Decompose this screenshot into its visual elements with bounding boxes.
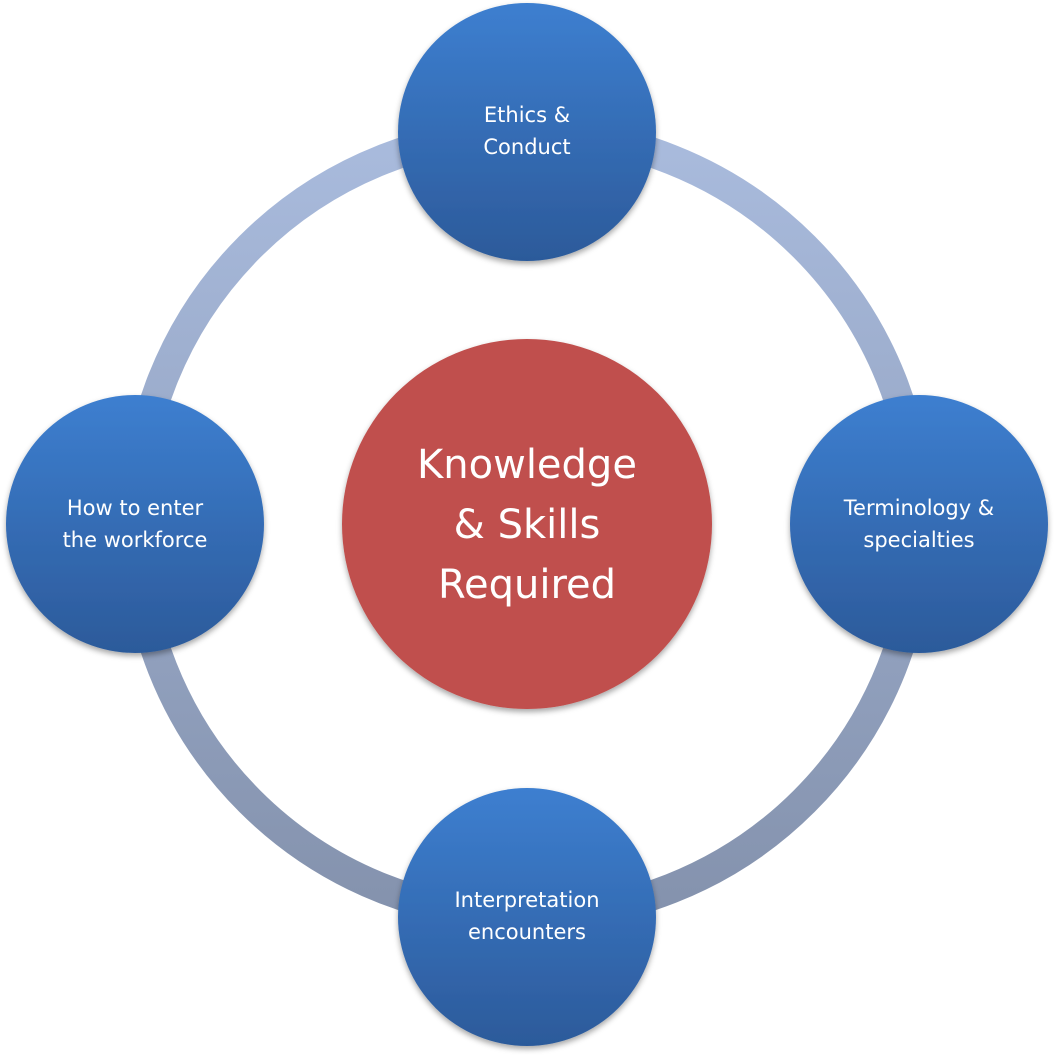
node-left-line-2: the workforce [63, 528, 208, 552]
node-top-line-2: Conduct [483, 135, 570, 159]
node-bottom-line-1: Interpretation [454, 888, 599, 912]
node-right-line-1: Terminology & [843, 496, 994, 520]
node-right-line-2: specialties [863, 528, 974, 552]
node-left-line-1: How to enter [67, 496, 204, 520]
center-node: Knowledge & Skills Required [342, 339, 712, 709]
node-top: Ethics & Conduct [398, 3, 656, 261]
node-bottom: Interpretation encounters [398, 788, 656, 1046]
center-label-line-3: Required [438, 562, 616, 608]
node-left: How to enter the workforce [6, 395, 264, 653]
node-bottom-line-2: encounters [468, 920, 586, 944]
node-top-line-1: Ethics & [484, 103, 570, 127]
center-label-line-2: & Skills [454, 502, 601, 548]
center-label-line-1: Knowledge [417, 442, 637, 488]
node-right: Terminology & specialties [790, 395, 1048, 653]
